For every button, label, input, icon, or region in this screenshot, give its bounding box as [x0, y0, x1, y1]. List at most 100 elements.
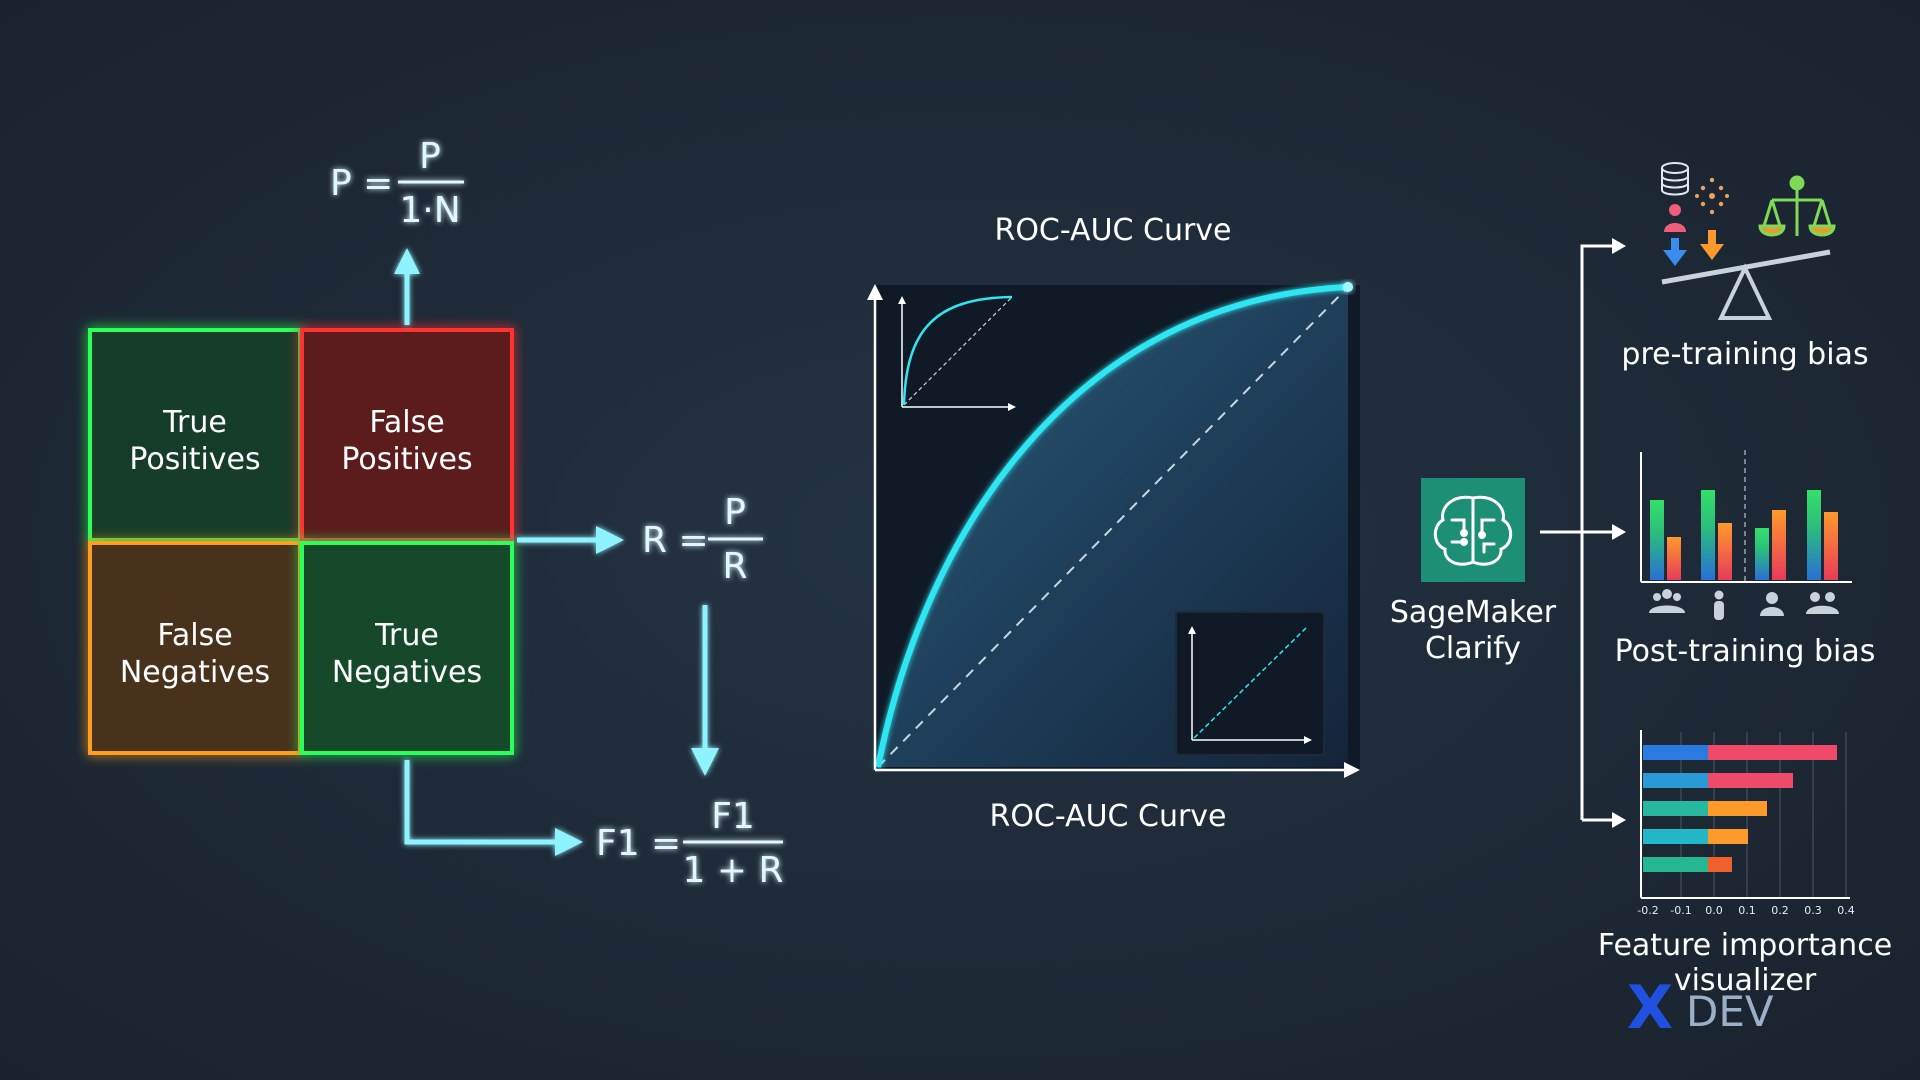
feature-bar-tail [1708, 857, 1732, 872]
tn-label-line2: Negatives [332, 655, 482, 690]
inset-random-diagonal [1193, 627, 1307, 739]
feature-tick-label: 0.1 [1738, 904, 1756, 917]
brain-circuit-icon [1433, 495, 1513, 566]
watermark-x-mark: X [1627, 973, 1673, 1043]
feature-bar-tail [1708, 745, 1837, 760]
arrow-to-f1 [404, 760, 560, 845]
feature-tick-label: 0.0 [1705, 904, 1723, 917]
feature-bar-base [1643, 829, 1708, 844]
person-standing-icon [1714, 590, 1724, 620]
cell-false-negatives [88, 541, 302, 755]
recall-denominator: R [722, 546, 747, 587]
tp-label-line2: Positives [129, 442, 260, 477]
inset-good-curve [902, 295, 1013, 406]
f1-denominator: 1 + R [683, 850, 784, 891]
group-icon [1649, 589, 1685, 613]
tn-label-line1: True [374, 618, 439, 653]
feature-tick-label: -0.1 [1670, 904, 1691, 917]
feature-bar-tail [1708, 829, 1748, 844]
roc-diagonal [877, 286, 1349, 768]
single-user-icon [1760, 592, 1784, 616]
post-bar [1755, 528, 1769, 580]
branch-pre-arrow [1612, 238, 1626, 254]
fp-label-line2: Positives [341, 442, 472, 477]
post-bar [1667, 537, 1681, 580]
group-pair-icon [1806, 592, 1839, 614]
clarify-label-line2: Clarify [1425, 631, 1521, 666]
roc-title: ROC-AUC Curve [994, 213, 1231, 248]
post-bar [1772, 510, 1786, 580]
cell-true-positives [88, 328, 302, 542]
roc-inset-random [1175, 611, 1325, 756]
recall-formula: R = P R [642, 492, 763, 587]
post-bar [1650, 500, 1664, 580]
feature-tick-label: 0.2 [1771, 904, 1789, 917]
roc-curve [875, 284, 1349, 768]
feature-bar-base [1643, 745, 1708, 760]
cell-true-negatives [300, 541, 514, 755]
roc-y-arrow [867, 284, 883, 300]
roc-caption: ROC-AUC Curve [989, 799, 1226, 834]
branch-post-arrow [1612, 524, 1626, 540]
person-icon [1664, 204, 1686, 232]
sagemaker-clarify: SageMaker Clarify [1390, 478, 1557, 666]
precision-numerator: P [419, 136, 441, 177]
inset-random-y-arrow [1188, 626, 1196, 634]
down-arrow-blue-icon [1663, 238, 1687, 266]
precision-lhs: P = [330, 163, 393, 204]
feature-label-line1: Feature importance [1598, 928, 1892, 963]
fp-label-line1: False [369, 405, 444, 440]
fn-label-line1: False [157, 618, 232, 653]
post-bars [1650, 490, 1838, 580]
tp-label-line1: True [162, 405, 227, 440]
seesaw-fulcrum [1717, 263, 1773, 320]
feature-tick-label: 0.4 [1837, 904, 1855, 917]
pretraining-bias-illustration: pre-training bias [1621, 162, 1869, 372]
precision-formula: P = P 1·N [330, 136, 464, 231]
sparkle-dots-icon [1695, 177, 1729, 215]
post-bar [1718, 523, 1732, 580]
inset-good-diagonal [903, 296, 1013, 406]
feature-bars [1643, 745, 1837, 872]
post-bar [1807, 490, 1821, 580]
post-bar [1824, 512, 1838, 580]
feature-bar-tail [1708, 773, 1793, 788]
post-bar [1701, 490, 1715, 580]
recall-lhs: R = [642, 520, 709, 561]
clarify-label-line1: SageMaker [1390, 595, 1557, 630]
feature-bar-tail [1708, 801, 1767, 816]
roc-x-arrow [1344, 762, 1360, 778]
feature-tick-label: 0.3 [1804, 904, 1822, 917]
inset-good-x-arrow [1008, 403, 1016, 411]
f1-formula: F1 = F1 1 + R [596, 796, 783, 891]
database-icon [1661, 162, 1689, 196]
inset-random-x-arrow [1304, 736, 1312, 744]
feature-bar-base [1643, 773, 1708, 788]
posttraining-label: Post-training bias [1615, 634, 1876, 669]
roc-curve-endpoint [1343, 282, 1353, 292]
watermark-text: DEV [1686, 987, 1774, 1036]
feature-bar-base [1643, 857, 1708, 872]
inset-good-y-arrow [898, 296, 906, 304]
inset-good-background [895, 292, 1015, 410]
pretraining-label: pre-training bias [1621, 337, 1868, 372]
f1-lhs: F1 = [596, 823, 681, 864]
down-arrow-orange-icon [1700, 230, 1724, 260]
roc-inset-good [895, 292, 1016, 411]
inset-random-background [1175, 611, 1325, 756]
scales-icon [1758, 175, 1836, 237]
feature-label-line2: visualizer [1674, 963, 1817, 998]
cell-false-positives [300, 328, 514, 542]
watermark: X DEV [1627, 973, 1774, 1043]
branch-feature-arrow [1612, 812, 1626, 828]
f1-numerator: F1 [711, 796, 755, 837]
feature-tick-labels: -0.2 -0.1 0.0 0.1 0.2 0.3 0.4 [1637, 904, 1854, 917]
arrow-head-f1 [555, 828, 583, 856]
branch-trunk [1580, 244, 1616, 820]
roc-chart: ROC-AUC Curve ROC-AUC Curve [867, 213, 1360, 834]
feature-tick-label: -0.2 [1637, 904, 1658, 917]
clarify-branches [1540, 238, 1626, 828]
recall-numerator: P [724, 492, 746, 533]
